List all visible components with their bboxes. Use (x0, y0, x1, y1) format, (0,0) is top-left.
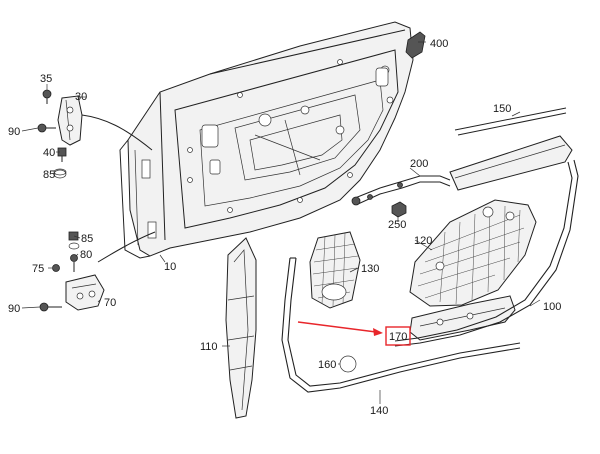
label-90-upper: 90 (8, 126, 20, 138)
part-250-nut (391, 201, 407, 218)
label-90-lower: 90 (8, 303, 20, 315)
hinge-leader-upper (81, 114, 153, 151)
part-110-trim (225, 237, 257, 419)
label-100: 100 (543, 301, 561, 313)
label-80: 80 (80, 249, 92, 261)
label-110: 110 (200, 341, 218, 353)
label-40: 40 (43, 147, 55, 159)
part-100-seal (394, 159, 579, 347)
part-130-panel (309, 231, 361, 309)
label-170: 170 (389, 331, 407, 343)
door-shell (119, 21, 414, 259)
label-200: 200 (410, 158, 428, 170)
part-120-carrier (409, 199, 537, 307)
leader-lines (21, 41, 541, 404)
upper-hinge-group (37, 89, 83, 179)
lower-hinge-group (39, 231, 105, 312)
label-35: 35 (40, 73, 52, 85)
label-160: 160 (318, 359, 336, 371)
part-140-seal (281, 257, 521, 393)
part-150-rail (454, 107, 567, 136)
label-75: 75 (32, 263, 44, 275)
label-120: 120 (414, 235, 432, 247)
label-30: 30 (75, 91, 87, 103)
part-400-bracket (405, 31, 426, 59)
part-160-plug (339, 355, 357, 373)
part-200-module (351, 135, 573, 206)
label-85-lower: 85 (81, 233, 93, 245)
label-400: 400 (430, 38, 448, 50)
label-10: 10 (164, 261, 176, 273)
label-70: 70 (104, 297, 116, 309)
label-140: 140 (370, 405, 388, 417)
label-150: 150 (493, 103, 511, 115)
label-85-upper: 85 (43, 169, 55, 181)
label-130: 130 (361, 263, 379, 275)
hinge-leader-lower (97, 231, 156, 263)
highlight-170 (297, 321, 411, 346)
part-170-bracket (409, 295, 516, 341)
label-250: 250 (388, 219, 406, 231)
